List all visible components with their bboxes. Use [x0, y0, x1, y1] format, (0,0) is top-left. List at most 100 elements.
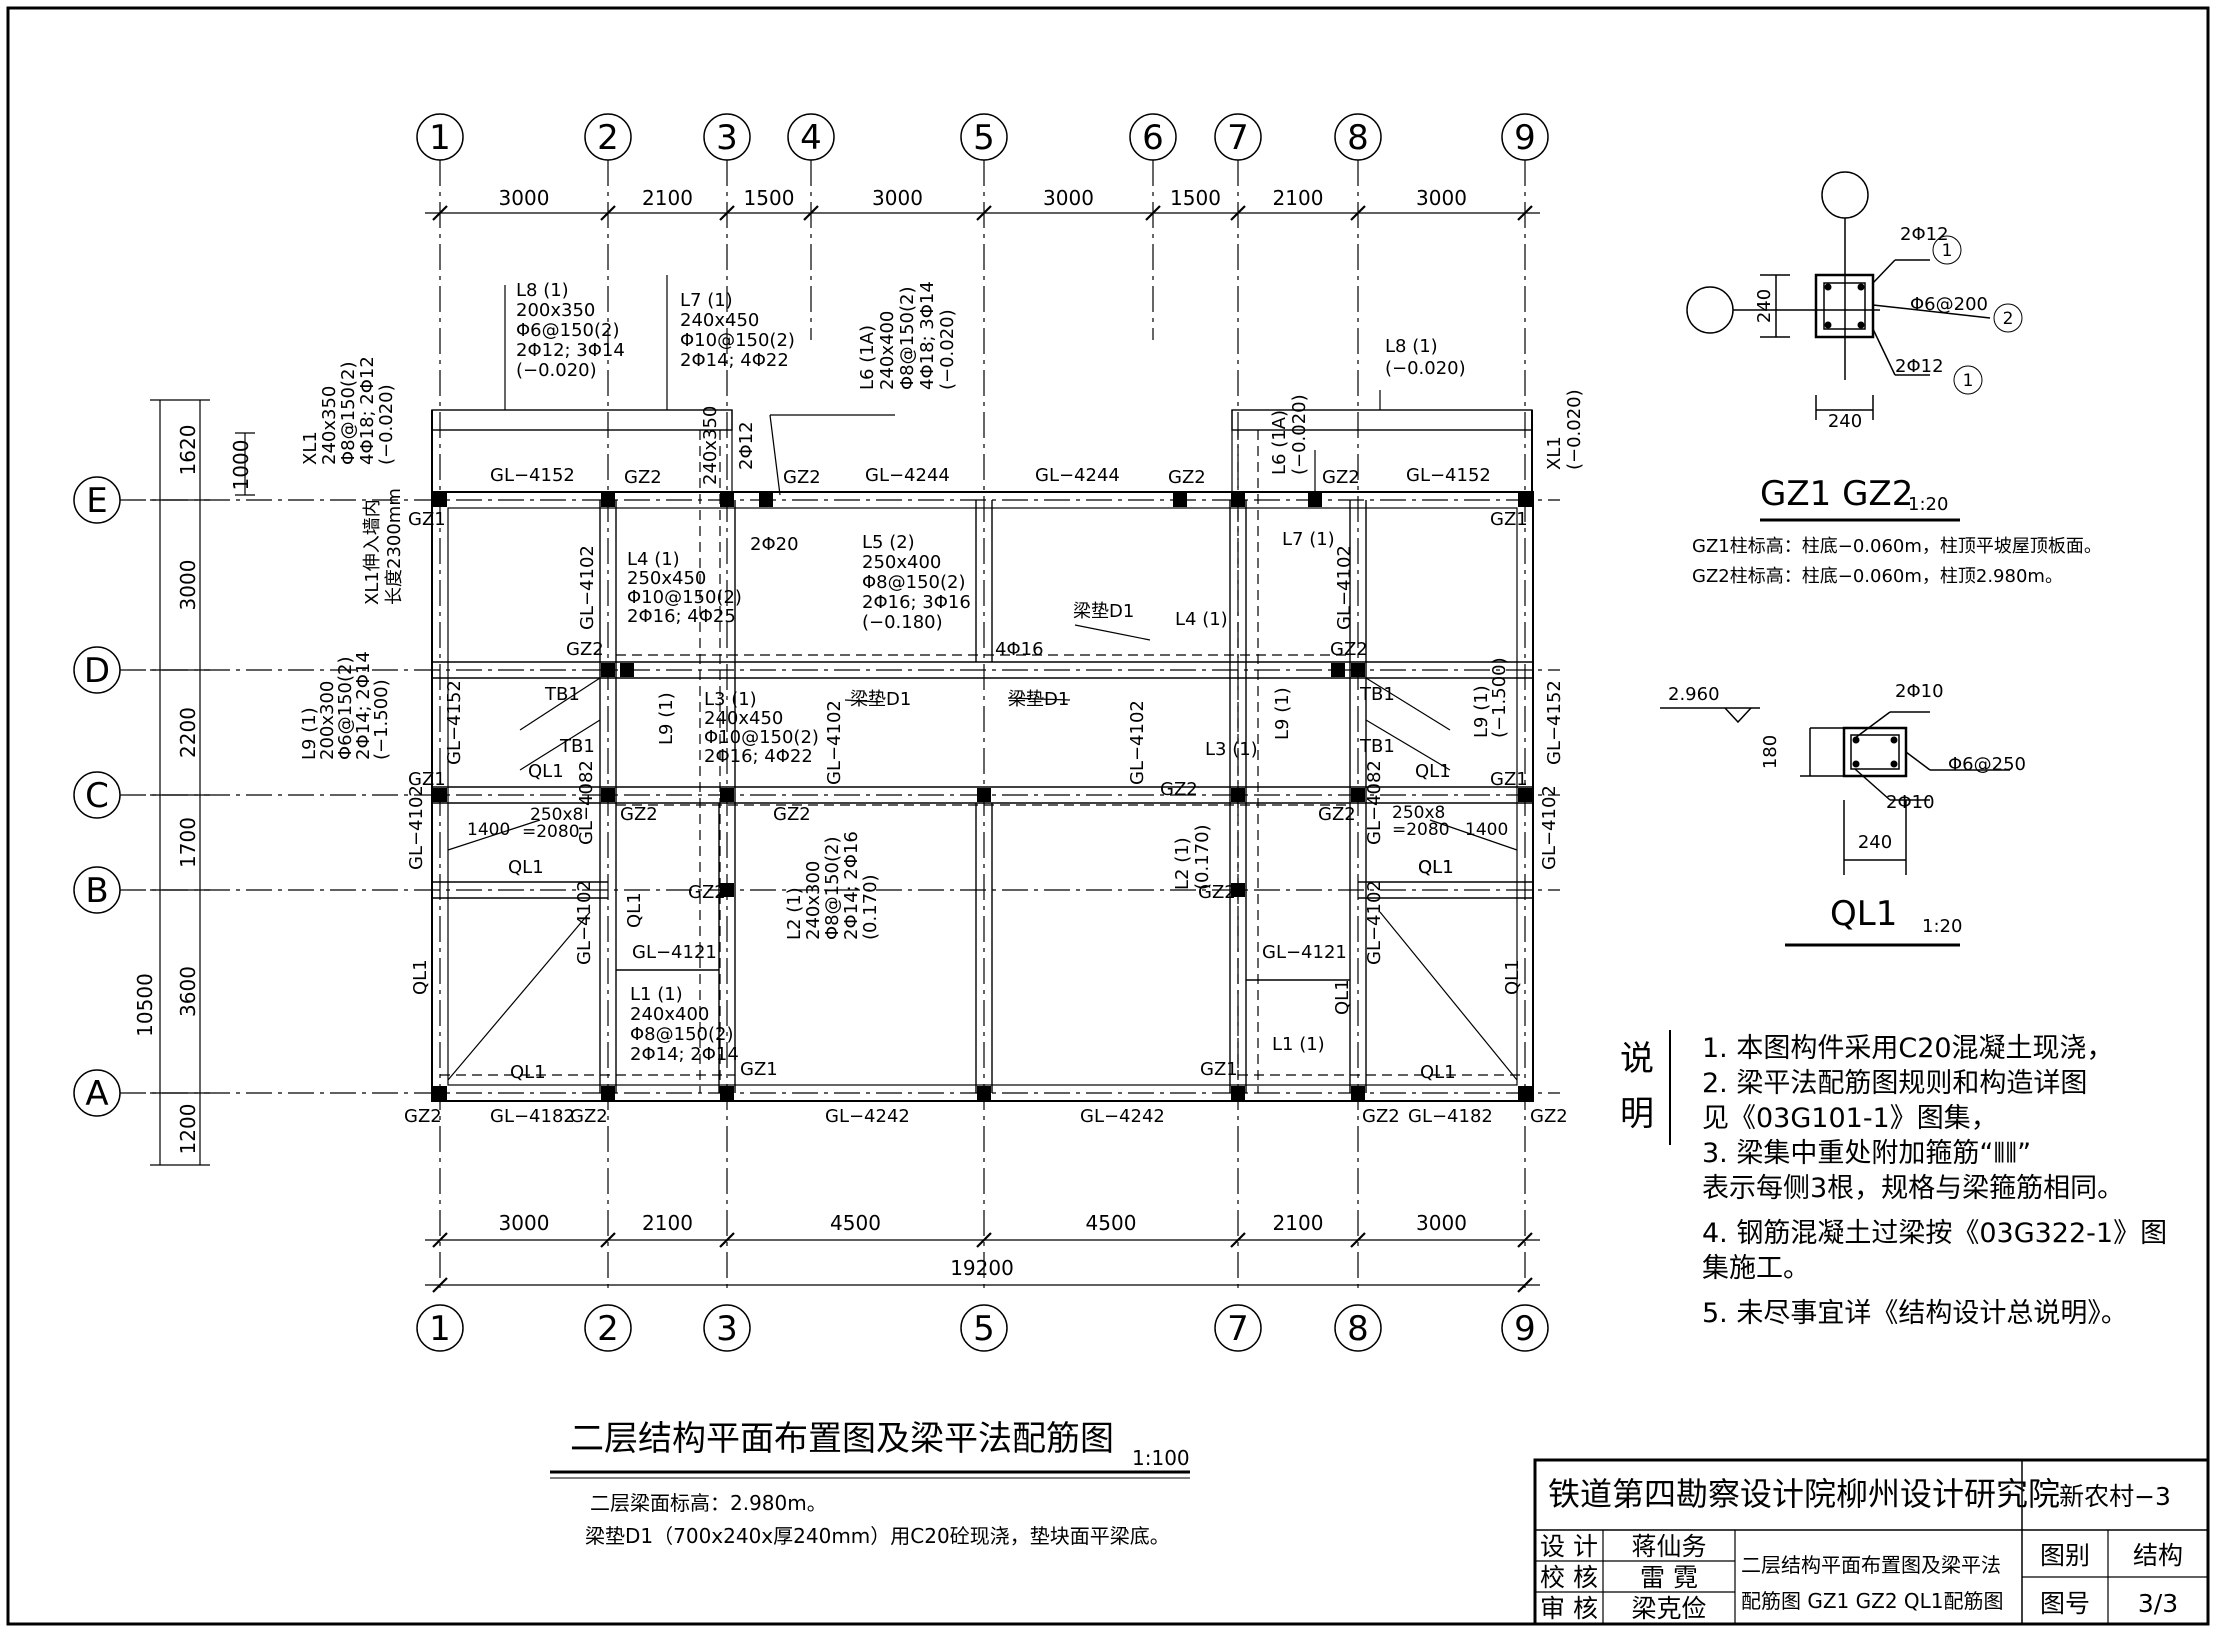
beam-label-l2: L2 (1) — [784, 887, 805, 940]
left-dim-value: 1620 — [176, 425, 200, 476]
beam-label-l9-left: 2Φ14; 2Φ14 — [353, 651, 374, 760]
gz-note-2: GZ2柱标高：柱底−0.060m，柱顶2.980m。 — [1692, 566, 2063, 587]
top-dim-value: 3000 — [872, 186, 923, 210]
column-mark — [1231, 493, 1245, 507]
project-name: 新农村−3 — [2059, 1482, 2171, 1511]
left-sub-dim: 1000 — [229, 440, 253, 491]
lintel-label: GL−4242 — [1080, 1106, 1165, 1127]
beam-label-l5: L5 (2) — [862, 532, 915, 553]
dimension-label: =2080 — [1392, 820, 1450, 840]
beam-label-l9-right: (−1.500) — [1489, 657, 1510, 738]
ql-top-bar: 2Φ10 — [1895, 681, 1944, 702]
column-mark — [1351, 788, 1365, 802]
notes-heading-1: 说 — [1620, 1039, 1654, 1079]
lintel-label: GL−4102 — [1334, 545, 1355, 630]
axis-bubble-bottom — [1334, 1304, 1382, 1352]
top-dim-value: 2100 — [642, 186, 693, 210]
axis-label-top: 8 — [1347, 118, 1369, 158]
beam-label-l1: 2Φ14; 2Φ14 — [630, 1044, 739, 1065]
beam-label-l9-mid-right: L9 (1) — [1272, 687, 1293, 740]
ring-beam-label: QL1 — [1420, 1062, 1456, 1083]
column-label: GZ2 — [624, 467, 662, 488]
column-mark — [759, 493, 773, 507]
lintel-label: GL−4152 — [1406, 465, 1491, 486]
lintel-label: GL−4182 — [490, 1106, 575, 1127]
column-label: GZ2 — [566, 639, 604, 660]
axis-label-top: 4 — [800, 118, 822, 158]
beam-label-l4: Φ10@150(2) — [627, 587, 742, 608]
beam-label-l7-right: L7 (1) — [1282, 529, 1335, 550]
column-label: GZ2 — [1198, 882, 1236, 903]
beam-label-l6-right: L6 (1A) — [1269, 410, 1290, 475]
beam-label-l9-mid-left: L9 (1) — [656, 692, 677, 745]
beam-label-l9-left: (−1.500) — [371, 679, 392, 760]
stair-label: TB1 — [1359, 736, 1395, 757]
note-line-5: 表示每侧3根，规格与梁箍筋相同。 — [1702, 1173, 2124, 1204]
gz-stirrup: Φ6@200 — [1910, 294, 1988, 315]
note-line-8: 5. 未尽事宜详《结构设计总说明》。 — [1702, 1298, 2128, 1329]
ring-beam-label: QL1 — [1418, 857, 1454, 878]
left-dim-value: 2200 — [176, 707, 200, 758]
drawing-name-2: 配筋图 GZ1 GZ2 QL1配筋图 — [1741, 1589, 2004, 1613]
column-mark — [720, 883, 734, 897]
beam-label-l8-left: 2Φ12; 3Φ14 — [516, 340, 625, 361]
beam-label-l1: Φ8@150(2) — [630, 1024, 733, 1045]
ring-beam-label: QL1 — [410, 959, 431, 995]
dimension-label: 240x350 — [700, 406, 721, 485]
axis-label-top: 6 — [1142, 118, 1164, 158]
ring-beam-label: QL1 — [528, 761, 564, 782]
lintel-label: GL−4102 — [1127, 700, 1148, 785]
beam-label-l9-right: L9 (1) — [1471, 685, 1492, 738]
column-mark — [1173, 493, 1187, 507]
columns — [433, 493, 1532, 1100]
beam-label-l2: Φ8@150(2) — [822, 837, 843, 940]
beam-label-l9-left: Φ6@150(2) — [335, 657, 356, 760]
axis-bubble-top — [1214, 113, 1262, 161]
beam-label-l7-top: L7 (1) — [680, 290, 733, 311]
beam-label-l5: Φ8@150(2) — [862, 572, 965, 593]
pad-label: 梁垫D1 — [1073, 601, 1134, 622]
top-dimension-chain — [425, 205, 1540, 221]
axis-bubble-top — [1129, 113, 1177, 161]
ql-bars — [1852, 736, 1898, 768]
beam-label-xl1-right: (−0.020) — [1564, 389, 1585, 470]
beam-label-l6: L6 (1A) — [857, 325, 878, 390]
lintel-label: GL−4182 — [1408, 1106, 1493, 1127]
beam-label-l3: 2Φ16; 4Φ22 — [704, 746, 813, 767]
beam-label-l6: 4Φ18; 3Φ14 — [917, 281, 938, 390]
note-line-1: 1. 本图构件采用C20混凝土现浇， — [1702, 1033, 2114, 1064]
lintel-label: GL−4152 — [490, 465, 575, 486]
leader-lines — [504, 275, 1381, 703]
axis-bubble-top — [584, 113, 632, 161]
axis-bubble-bottom — [703, 1304, 751, 1352]
axis-bubble-bottom — [1501, 1304, 1549, 1352]
axis-label-top: 3 — [716, 118, 738, 158]
beam-label-l2: 2Φ14; 2Φ16 — [841, 831, 862, 940]
ring-beam-label: QL1 — [1502, 959, 1523, 995]
axis-bubble-left — [73, 866, 121, 914]
top-dim-value: 1500 — [744, 186, 795, 210]
ring-beam-label: QL1 — [1415, 761, 1451, 782]
plan-title: 二层结构平面布置图及梁平法配筋图 — [570, 1419, 1114, 1459]
beam-label-l3: Φ10@150(2) — [704, 727, 819, 748]
ql-dim-w: 240 — [1858, 832, 1892, 853]
rebar-label: 2Φ12 — [736, 421, 757, 470]
column-mark — [620, 663, 634, 677]
axis-label-bottom: 9 — [1514, 1309, 1536, 1349]
plan-sub-2: 梁垫D1（700x240x厚240mm）用C20砼现浇，垫块面平梁底。 — [585, 1524, 1170, 1548]
axis-bubble-top — [787, 113, 835, 161]
beam-label-xl1-left: (−0.020) — [376, 384, 397, 465]
top-dim-value: 3000 — [1043, 186, 1094, 210]
number-value: 3/3 — [2138, 1589, 2178, 1618]
axis-label-top: 9 — [1514, 118, 1536, 158]
column-label: GZ1 — [408, 509, 446, 530]
column-mark — [1231, 1086, 1245, 1100]
ql-bottom-bar: 2Φ10 — [1886, 792, 1935, 813]
beam-label-l2-right: (0.170) — [1192, 824, 1213, 890]
beam-label-l2-right: L2 (1) — [1172, 837, 1193, 890]
column-mark — [601, 1086, 615, 1100]
